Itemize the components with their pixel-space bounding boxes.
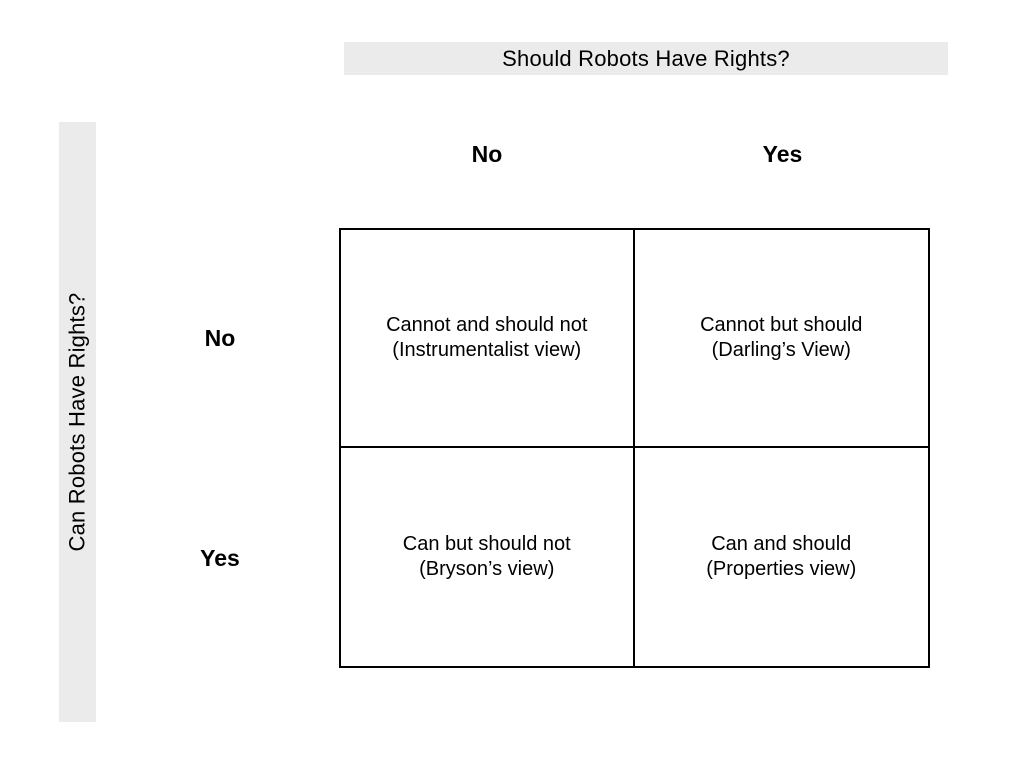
cell-text-line1: Cannot and should not: [386, 314, 588, 336]
cell-text-line1: Cannot but should: [700, 314, 863, 336]
column-header-yes: Yes: [762, 141, 803, 167]
cell-text-line1: Can and should: [711, 533, 852, 555]
quadrant-cell-can-but-should-not: Can but should not (Bryson’s view): [341, 448, 635, 666]
quadrant-cell-cannot-but-should: Cannot but should (Darling’s View): [634, 230, 928, 448]
cell-text-line2: (Darling’s View): [711, 339, 851, 361]
cell-text-line2: (Instrumentalist view): [392, 339, 582, 361]
cell-text-line2: (Properties view): [706, 558, 857, 580]
row-header-yes: Yes: [200, 545, 240, 571]
column-header-no: No: [471, 141, 503, 167]
left-axis-title-band: Can Robots Have Rights?: [59, 122, 96, 722]
top-axis-title: Should Robots Have Rights?: [502, 45, 790, 71]
left-axis-title: Can Robots Have Rights?: [64, 292, 90, 552]
quadrant-cell-cannot-and-should-not: Cannot and should not (Instrumentalist v…: [341, 230, 635, 448]
quadrant-cell-can-and-should: Can and should (Properties view): [635, 448, 929, 666]
row-header-no: No: [204, 325, 236, 351]
cell-text-line2: (Bryson’s view): [419, 558, 555, 580]
cell-text-line1: Can but should not: [402, 533, 571, 555]
top-axis-title-band: Should Robots Have Rights?: [344, 42, 948, 75]
quadrant-grid: Cannot and should not (Instrumentalist v…: [339, 228, 930, 668]
